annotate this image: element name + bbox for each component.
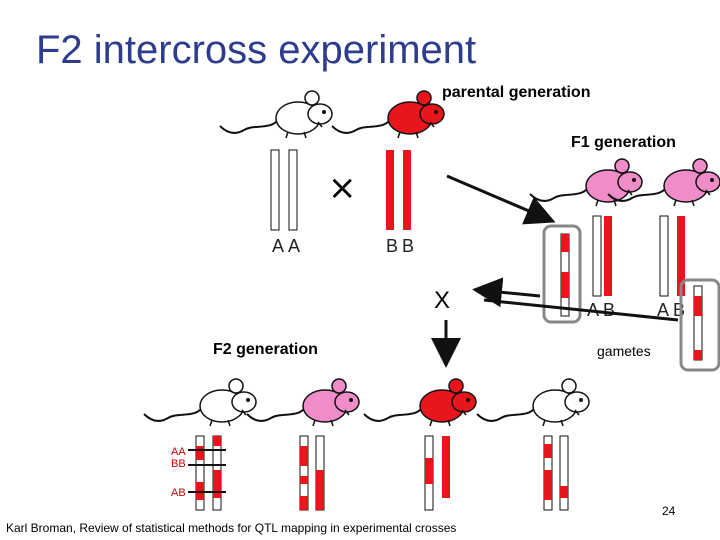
f2-m3-chrom-2 — [442, 436, 450, 498]
arrow-gametes-to-cross-left — [472, 277, 541, 308]
parent1-chromosome-1 — [270, 149, 280, 231]
f2-m1-chrom-1-segment-1 — [196, 446, 204, 460]
f2-mouse-2-pink — [246, 378, 360, 427]
f2-m2-chrom-1-segment-1 — [300, 446, 308, 466]
parental-red-mouse — [331, 90, 445, 139]
f2-generation-label: F2 generation — [213, 341, 318, 358]
genotype-label-bb: BB — [171, 458, 186, 470]
f1-left-chromosome-b — [604, 216, 612, 296]
arrow-parental-to-f1 — [446, 174, 556, 225]
f2-m2-chrom-2-segment-1 — [316, 470, 324, 510]
f1-right-alleles: AB — [657, 300, 690, 320]
f2-mouse-1-white — [143, 378, 257, 427]
f2-m4-chrom-2 — [559, 435, 569, 511]
f2-m1-chrom-2-segment-1 — [213, 436, 221, 446]
gamete-right-segment-1 — [694, 296, 702, 316]
gamete-right-segment-2 — [694, 350, 702, 360]
parent2-alleles: BB — [386, 236, 419, 256]
f1-left-chromosome-a — [592, 215, 602, 297]
f1-left-alleles: AB — [587, 300, 620, 320]
f2-m4-chrom-1-segment-1 — [544, 444, 552, 458]
parent2-chromosome-2 — [403, 150, 411, 230]
footer-citation: Karl Broman, Review of statistical metho… — [6, 521, 457, 535]
genotype-label-ab: AB — [171, 487, 186, 499]
f1-right-chromosome-b — [677, 216, 685, 296]
parent1-alleles: AA — [272, 236, 305, 256]
f1-pink-mouse-left — [529, 158, 643, 207]
arrow-gametes-to-cross-right — [483, 298, 679, 322]
f1-right-chromosome-a — [659, 215, 669, 297]
f2-m1-chrom-1 — [195, 435, 205, 511]
parental-cross-symbol: × — [328, 168, 357, 208]
parent1-chromosome-2 — [288, 149, 298, 231]
gamete-left-segment-2 — [561, 272, 569, 298]
gamete-box-left — [542, 224, 582, 324]
page-title: F2 intercross experiment — [36, 28, 477, 72]
gamete-left-segment-1 — [561, 234, 569, 252]
f1-generation-label: F1 generation — [571, 134, 676, 151]
page-number: 24 — [662, 504, 676, 518]
f2-m4-chrom-2-segment-1 — [560, 486, 568, 498]
f2-mouse-4-white — [476, 378, 590, 427]
f2-m1-chrom-2-segment-2 — [213, 470, 221, 498]
f2-m4-chrom-1-segment-2 — [544, 470, 552, 500]
gamete-box-right — [679, 278, 720, 372]
parental-generation-label: parental generation — [442, 84, 591, 101]
f2-m2-chrom-1-segment-3 — [300, 496, 308, 510]
intercross-symbol: X — [434, 287, 451, 314]
f2-m3-chrom-1-segment-1 — [425, 458, 433, 484]
f2-m2-chrom-1-segment-2 — [300, 476, 308, 484]
gametes-label: gametes — [597, 343, 651, 359]
parental-white-mouse — [219, 90, 333, 139]
genotype-label-aa: AA — [171, 446, 186, 458]
f2-mouse-3-red — [363, 378, 477, 427]
parent2-chromosome-1 — [386, 150, 394, 230]
